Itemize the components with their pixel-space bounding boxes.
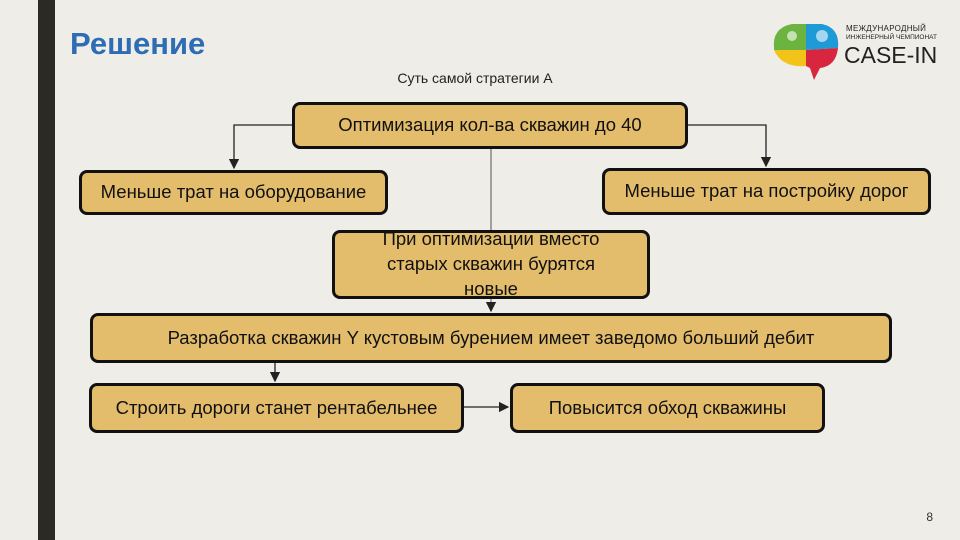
box-wide: Разработка скважин Y кустовым бурением и… [90,313,892,363]
arrow-to-right [688,124,772,168]
page-title: Решение [70,26,206,61]
box-bottom-right: Повысится обход скважины [510,383,825,433]
box-bottom-left: Строить дороги станет рентабельнее [89,383,464,433]
box-top: Оптимизация кол-ва скважин до 40 [292,102,688,149]
case-in-logo: МЕЖДУНАРОДНЫЙ ИНЖЕНЕРНЫЙ ЧЕМПИОНАТ CASE-… [770,18,940,83]
box-middle: При оптимизации вместо старых скважин бу… [332,228,650,299]
page-number: 8 [926,510,933,524]
brain-logo-icon [773,24,839,80]
side-bar [38,0,55,540]
box-right: Меньше трат на постройку дорог [602,168,931,215]
logo-line3: CASE-IN [844,42,938,68]
logo-line1: МЕЖДУНАРОДНЫЙ [846,24,927,33]
diagram-subtitle: Суть самой стратегии А [397,70,553,86]
arrow-to-left [228,124,292,170]
box-left: Меньше трат на оборудование [79,170,388,215]
logo-line2: ИНЖЕНЕРНЫЙ ЧЕМПИОНАТ [846,34,937,41]
